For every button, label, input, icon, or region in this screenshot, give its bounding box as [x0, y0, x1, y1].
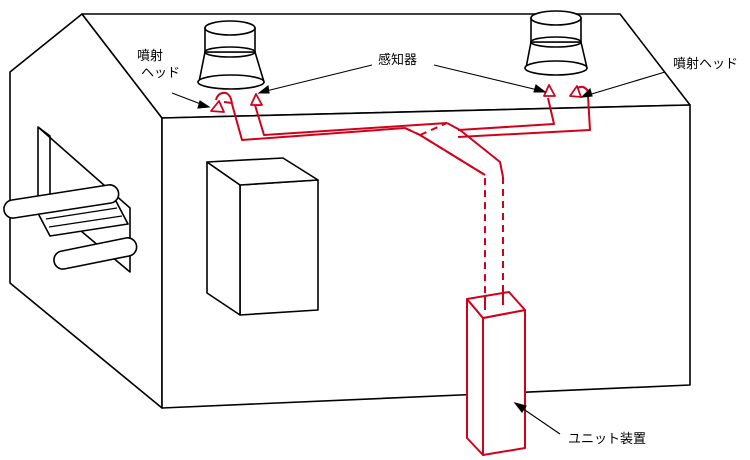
- spray-head-left-marker: [210, 100, 225, 113]
- leader-spray-left: [171, 92, 211, 109]
- pipe-right-detector: [457, 97, 555, 131]
- unit-device-label: ユニット装置: [568, 432, 647, 447]
- pipe-riser-solid: [446, 122, 504, 178]
- conveyor-roller-top: [3, 184, 120, 219]
- detector-left-marker: [250, 93, 263, 106]
- wall-cabinet-front: [239, 179, 319, 316]
- wall-cabinet-top: [206, 157, 319, 186]
- detector-right-marker: [543, 84, 556, 97]
- conveyor-roller-bottom: [53, 237, 138, 270]
- unit-device-top: [466, 291, 526, 319]
- roof-vent-left: [197, 20, 265, 90]
- spray-head-left-label-line1: 噴射: [137, 49, 164, 64]
- leader-detector-left: [257, 64, 373, 94]
- pipe-left-detector: [254, 104, 448, 136]
- conveyor-opening-inner: [37, 126, 51, 194]
- unit-device-front: [482, 309, 526, 456]
- roof-vent-right: [524, 10, 588, 76]
- detector-label: 感知器: [378, 53, 418, 68]
- unit-device-side: [466, 298, 484, 456]
- spray-head-right-label: 噴射ヘッド: [673, 57, 739, 72]
- pipe-riser-dashed: [404, 122, 504, 295]
- leader-unit: [513, 402, 561, 435]
- wall-cabinet-side: [206, 161, 241, 316]
- spray-head-left-label-line2: ヘッド: [141, 66, 181, 81]
- spray-head-right-marker: [569, 85, 582, 98]
- leader-detector-right: [433, 64, 547, 93]
- leader-spray-right: [580, 71, 666, 98]
